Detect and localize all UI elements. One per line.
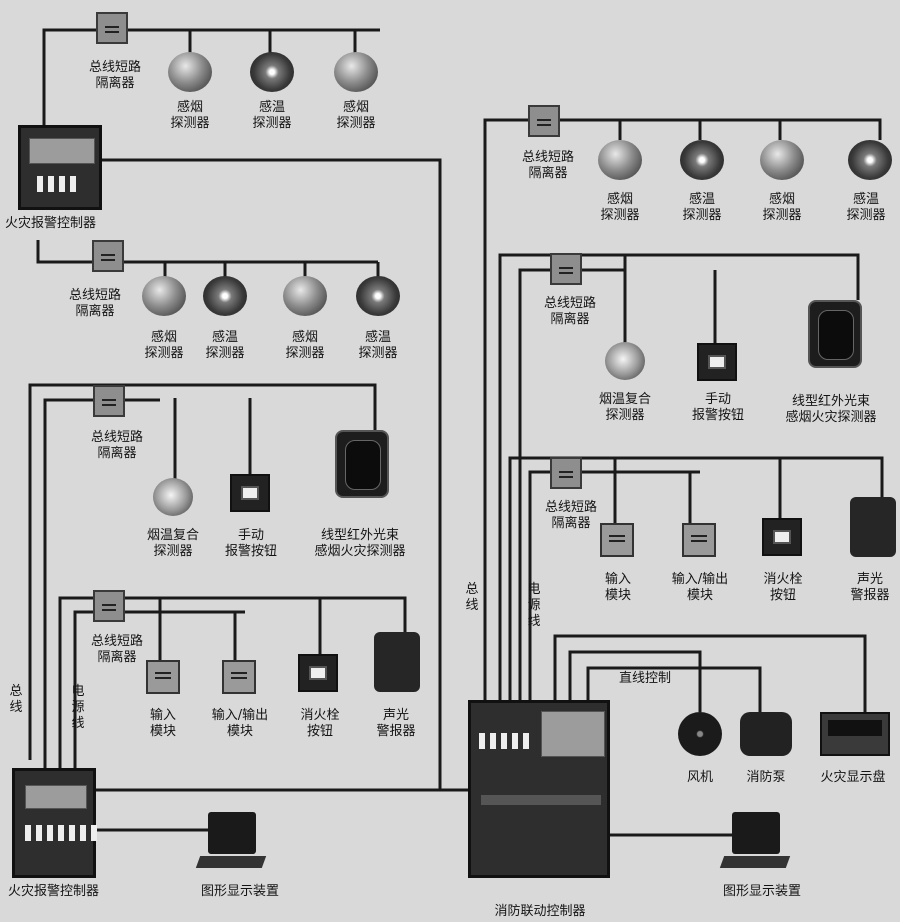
bus-isolator xyxy=(96,12,128,44)
bus-isolator xyxy=(550,457,582,489)
heat-detector-label: 感温 探测器 xyxy=(672,192,732,224)
combo-detector-label: 烟温复合 探测器 xyxy=(582,392,668,424)
infrared-beam-detector xyxy=(808,300,862,368)
smoke-detector-label: 感烟 探测器 xyxy=(326,100,386,132)
heat-detector xyxy=(356,276,400,316)
heat-detector xyxy=(848,140,892,180)
heat-detector xyxy=(680,140,724,180)
fire-display-panel-label: 火灾显示盘 xyxy=(806,770,900,786)
smoke-detector-label: 感烟 探测器 xyxy=(160,100,220,132)
power-line-label: 电 源 线 xyxy=(68,684,88,732)
isolator-label: 总线短路 隔离器 xyxy=(70,60,160,92)
input-module xyxy=(600,523,634,557)
bus-isolator xyxy=(528,105,560,137)
sound-light-alarm xyxy=(850,497,896,557)
fire-alarm-controller xyxy=(18,125,102,210)
smoke-detector xyxy=(283,276,327,316)
input-module-label: 输入 模块 xyxy=(133,708,193,740)
smoke-detector xyxy=(168,52,212,92)
smoke-detector-label: 感烟 探测器 xyxy=(134,330,194,362)
io-module-label: 输入/输出 模块 xyxy=(195,708,285,740)
fire-pump-label: 消防泵 xyxy=(734,770,798,786)
sound-light-alarm-label: 声光 警报器 xyxy=(840,572,900,604)
heat-detector xyxy=(250,52,294,92)
fire-alarm-controller-label: 火灾报警控制器 xyxy=(8,884,148,900)
sound-light-alarm-label: 声光 警报器 xyxy=(366,708,426,740)
fire-display-panel xyxy=(820,712,890,756)
beam-detector-label: 线型红外光束 感烟火灾探测器 xyxy=(290,528,430,560)
bus-line-label: 总 线 xyxy=(462,582,482,614)
graphic-display-computer xyxy=(198,812,268,872)
heat-detector-label: 感温 探测器 xyxy=(195,330,255,362)
smoke-detector-label: 感烟 探测器 xyxy=(275,330,335,362)
heat-detector-label: 感温 探测器 xyxy=(348,330,408,362)
smoke-detector xyxy=(334,52,378,92)
fan-icon xyxy=(678,712,722,756)
smoke-detector xyxy=(760,140,804,180)
beam-detector-label: 线型红外光束 感烟火灾探测器 xyxy=(762,394,900,426)
input-module-label: 输入 模块 xyxy=(588,572,648,604)
heat-detector-label: 感温 探测器 xyxy=(836,192,896,224)
manual-button-label: 手动 报警按钮 xyxy=(675,392,761,424)
manual-button-label: 手动 报警按钮 xyxy=(208,528,294,560)
graphic-display-computer xyxy=(722,812,792,872)
hydrant-button xyxy=(762,518,802,556)
hydrant-button-label: 消火栓 按钮 xyxy=(748,572,818,604)
fire-linkage-controller xyxy=(468,700,610,878)
isolator-label: 总线短路 隔离器 xyxy=(503,150,593,182)
manual-alarm-button xyxy=(230,474,270,512)
fire-alarm-controller-label: 火灾报警控制器 xyxy=(5,216,145,232)
fire-alarm-controller xyxy=(12,768,96,878)
heat-detector xyxy=(203,276,247,316)
hydrant-button xyxy=(298,654,338,692)
input-output-module xyxy=(682,523,716,557)
linkage-controller-label: 消防联动控制器 xyxy=(470,904,610,920)
smoke-detector-label: 感烟 探测器 xyxy=(752,192,812,224)
direct-control-label: 直线控制 xyxy=(605,671,685,687)
bus-isolator xyxy=(93,590,125,622)
smoke-heat-combo-detector xyxy=(153,478,193,516)
graphic-display-label: 图形显示装置 xyxy=(702,884,822,900)
input-output-module xyxy=(222,660,256,694)
input-module xyxy=(146,660,180,694)
combo-detector-label: 烟温复合 探测器 xyxy=(130,528,216,560)
bus-line-label: 总 线 xyxy=(6,684,26,716)
sound-light-alarm xyxy=(374,632,420,692)
bus-isolator xyxy=(550,253,582,285)
io-module-label: 输入/输出 模块 xyxy=(655,572,745,604)
graphic-display-label: 图形显示装置 xyxy=(180,884,300,900)
heat-detector-label: 感温 探测器 xyxy=(242,100,302,132)
isolator-label: 总线短路 隔离器 xyxy=(50,288,140,320)
fire-pump-icon xyxy=(740,712,792,756)
infrared-beam-detector xyxy=(335,430,389,498)
isolator-label: 总线短路 隔离器 xyxy=(525,296,615,328)
smoke-detector xyxy=(142,276,186,316)
isolator-label: 总线短路 隔离器 xyxy=(72,430,162,462)
smoke-detector xyxy=(598,140,642,180)
hydrant-button-label: 消火栓 按钮 xyxy=(285,708,355,740)
bus-isolator xyxy=(92,240,124,272)
bus-isolator xyxy=(93,385,125,417)
power-line-label: 电 源 线 xyxy=(524,582,544,630)
smoke-detector-label: 感烟 探测器 xyxy=(590,192,650,224)
manual-alarm-button xyxy=(697,343,737,381)
fan-label: 风机 xyxy=(675,770,725,786)
smoke-heat-combo-detector xyxy=(605,342,645,380)
